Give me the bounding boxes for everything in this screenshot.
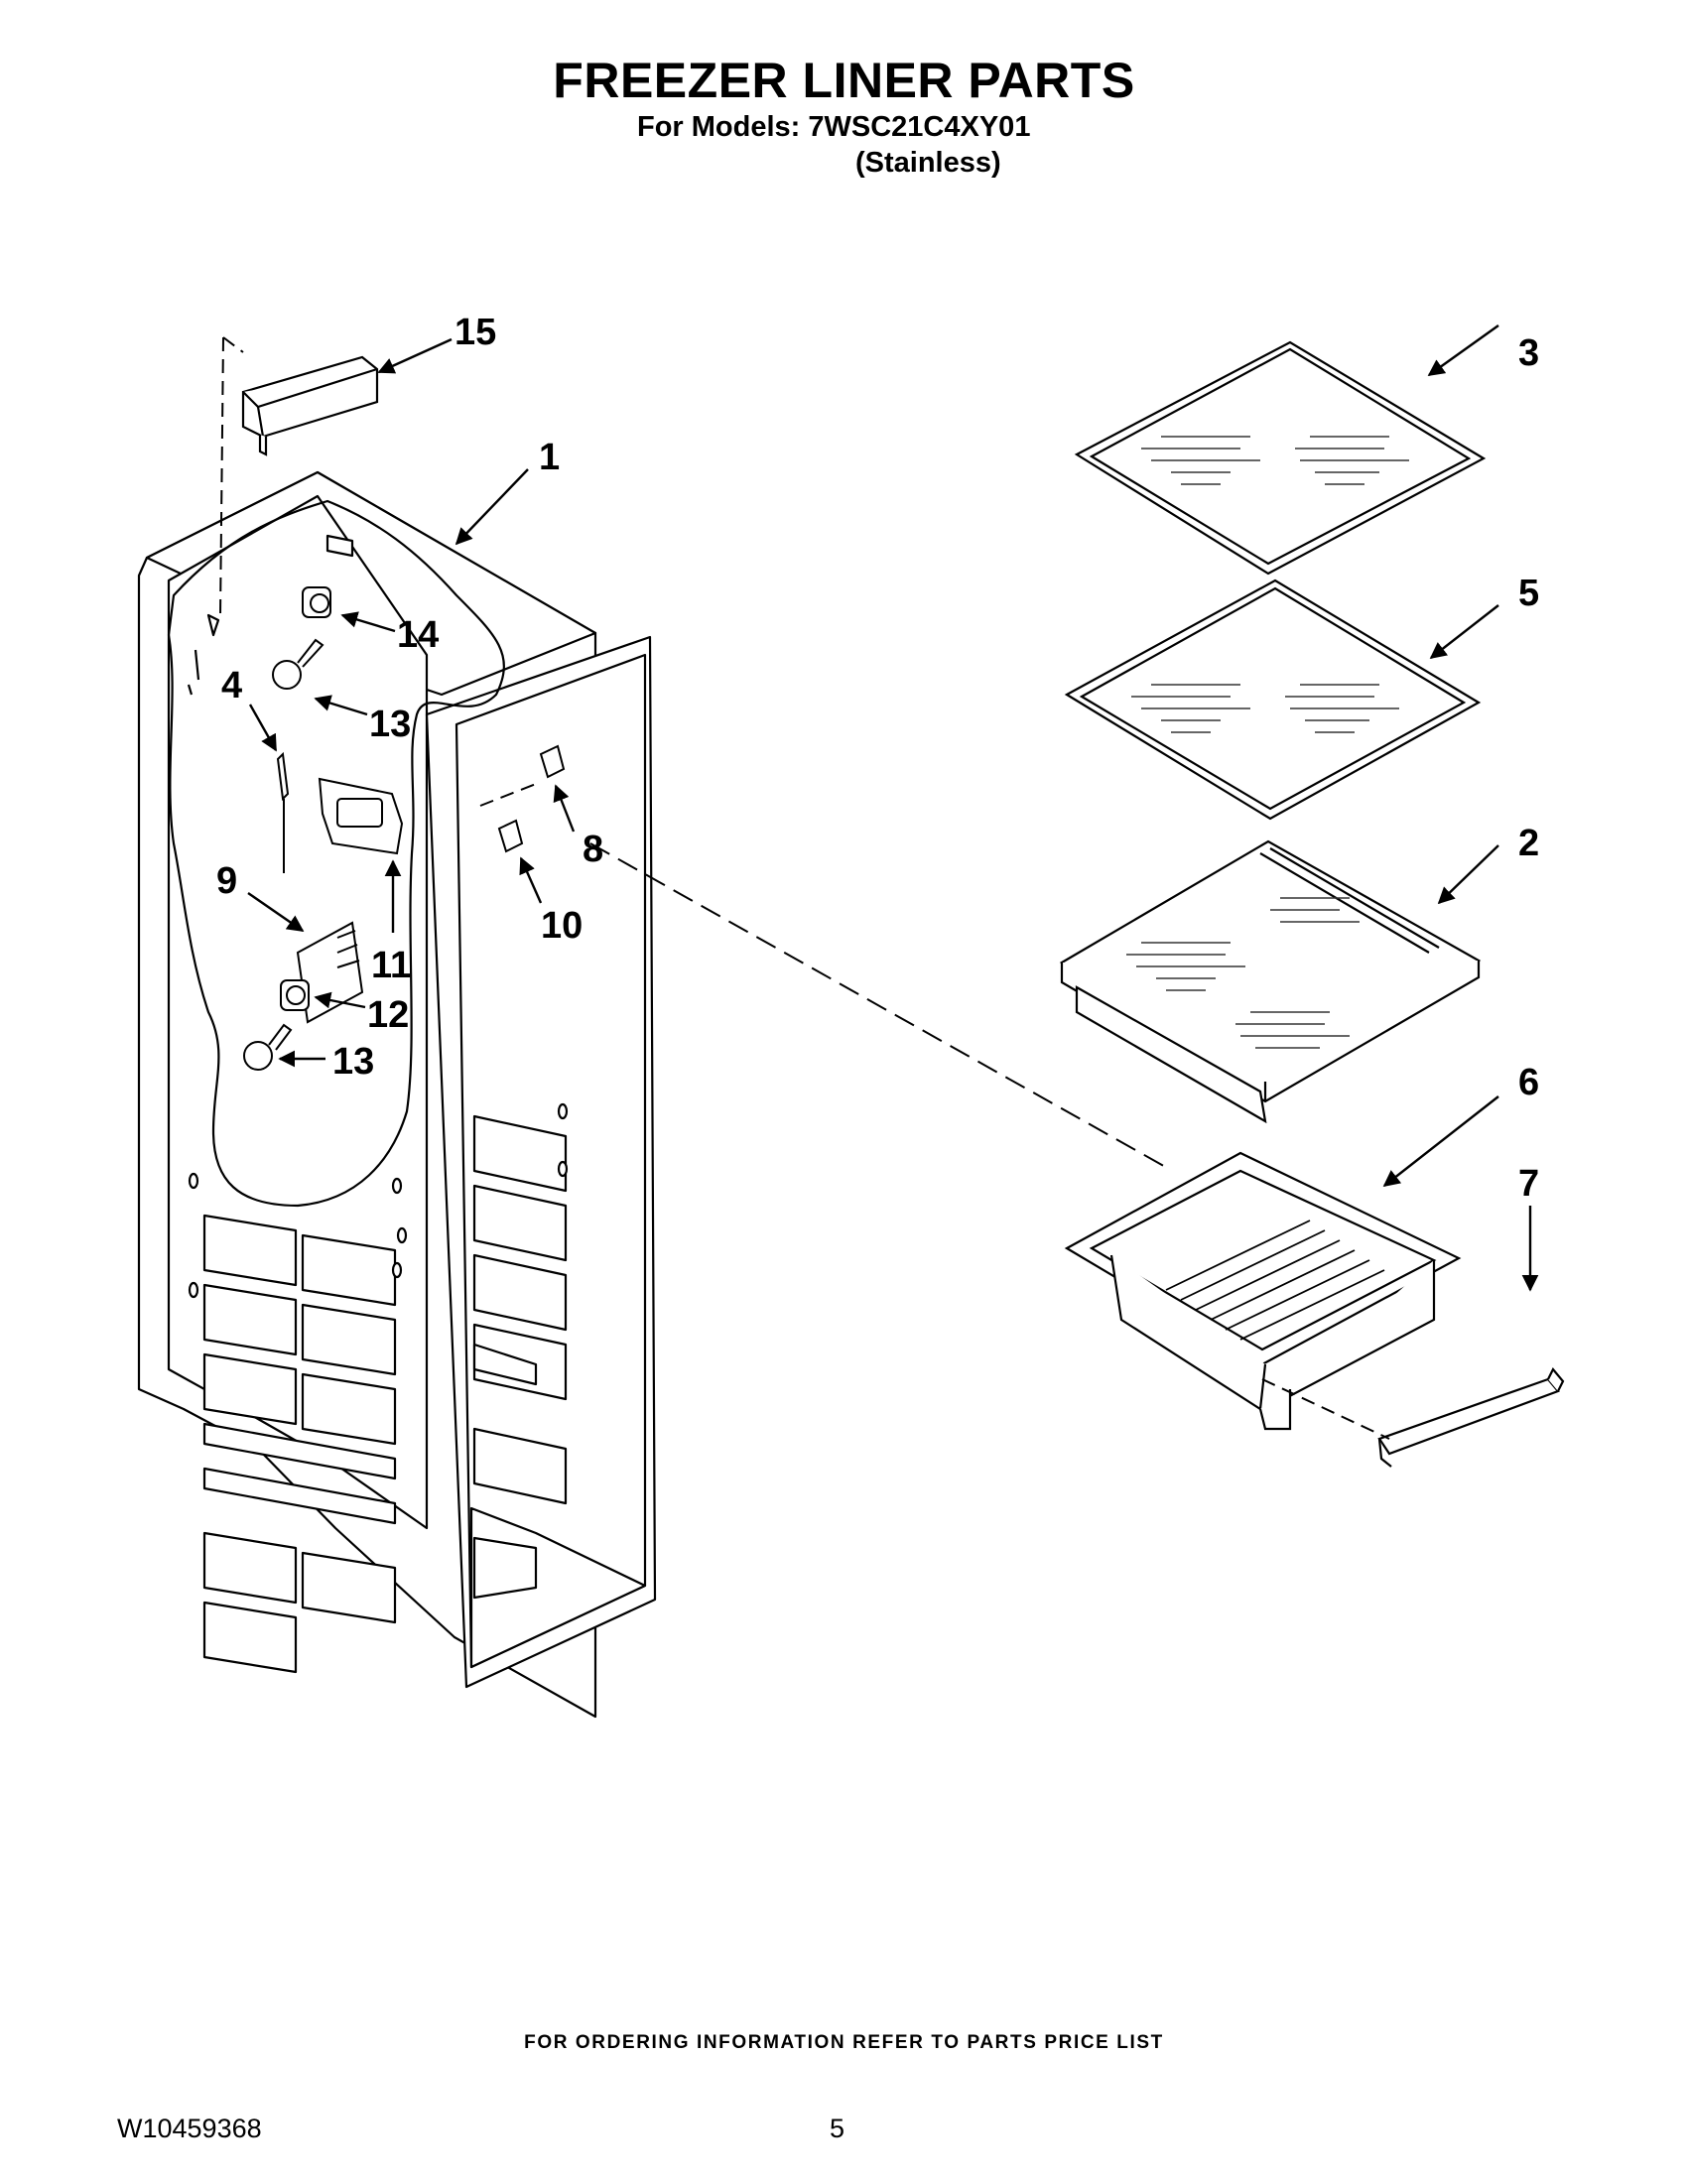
callout-12: 12 <box>367 994 409 1036</box>
callout-13-top: 13 <box>369 704 411 745</box>
callout-13-bottom: 13 <box>332 1041 374 1083</box>
document-number: W10459368 <box>117 2114 262 2143</box>
freezer-liner-drawing <box>137 470 657 1719</box>
ordering-note: FOR ORDERING INFORMATION REFER TO PARTS … <box>524 2032 1164 2053</box>
page-number: 5 <box>830 2114 845 2143</box>
finish-line: (Stainless) <box>855 147 1001 179</box>
callout-3: 3 <box>1518 332 1539 374</box>
callout-11: 11 <box>371 945 411 986</box>
part-7-drawer-trim <box>1377 1367 1565 1468</box>
leader-arrows <box>247 324 1539 1292</box>
small-parts <box>243 586 566 1071</box>
callout-8: 8 <box>583 829 603 870</box>
callout-2: 2 <box>1518 823 1539 864</box>
callout-14: 14 <box>397 614 439 656</box>
callout-9: 9 <box>216 860 237 902</box>
callout-6: 6 <box>1518 1062 1539 1103</box>
part-3-glass-shelf <box>1074 340 1487 576</box>
callout-4: 4 <box>221 665 242 707</box>
part-6-drawer <box>1064 1151 1462 1431</box>
callout-10: 10 <box>541 905 583 947</box>
part-15-bracket <box>241 355 379 456</box>
part-5-glass-shelf <box>1064 578 1482 821</box>
callout-15: 15 <box>454 312 496 353</box>
callout-7: 7 <box>1518 1163 1539 1205</box>
page-title: FREEZER LINER PARTS <box>553 53 1135 108</box>
callout-5: 5 <box>1518 573 1539 614</box>
models-line: For Models: 7WSC21C4XY01 <box>637 111 1031 143</box>
part-2-shelf-assembly <box>1059 839 1482 1124</box>
callout-1: 1 <box>539 437 560 478</box>
callout-labels: 15 1 3 5 2 6 7 14 13 4 11 9 12 13 8 10 <box>216 312 1539 1205</box>
